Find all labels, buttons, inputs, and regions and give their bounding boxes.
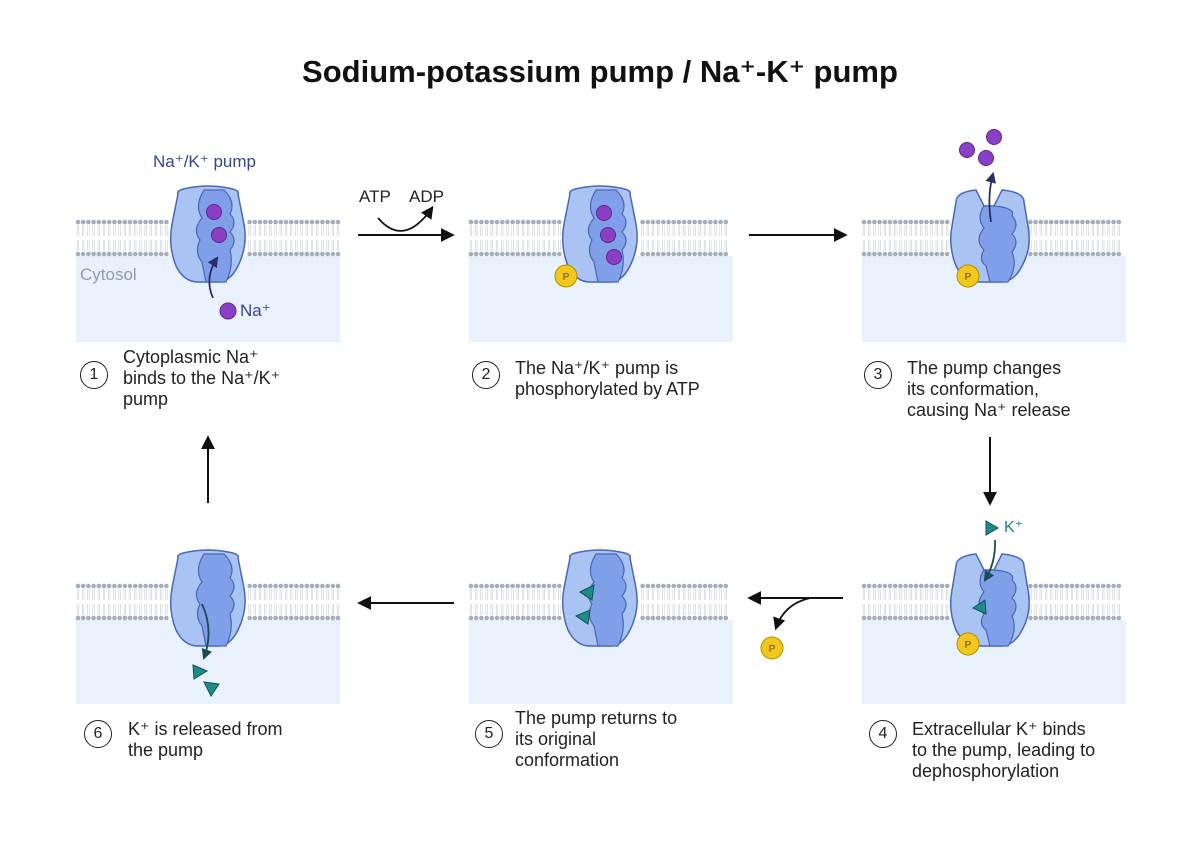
pump-1 bbox=[169, 185, 246, 283]
phosphate-group: P bbox=[956, 632, 980, 656]
step-number-1: 1 bbox=[80, 361, 108, 389]
svg-text:P: P bbox=[965, 272, 972, 283]
cytosol-label: Cytosol bbox=[80, 265, 137, 284]
sodium-ion bbox=[596, 205, 612, 221]
svg-text:P: P bbox=[563, 272, 570, 283]
step-caption-1: Cytoplasmic Na⁺binds to the Na⁺/K⁺pump bbox=[123, 347, 281, 409]
step-number-6: 6 bbox=[84, 720, 112, 748]
sodium-ion bbox=[600, 227, 616, 243]
pump-5 bbox=[561, 549, 638, 647]
potassium-ion bbox=[971, 599, 987, 615]
pump-label: Na⁺/K⁺ pump bbox=[153, 152, 256, 171]
sodium-ion bbox=[206, 204, 222, 220]
pump-3 bbox=[949, 189, 1030, 283]
sodium-ion bbox=[959, 142, 975, 158]
sodium-label: Na⁺ bbox=[240, 301, 271, 320]
membrane-bilayer bbox=[861, 583, 1122, 621]
membrane-bilayer bbox=[468, 219, 729, 257]
sodium-entry-arrow bbox=[207, 256, 219, 299]
step-number-4: 4 bbox=[869, 720, 897, 748]
svg-text:P: P bbox=[965, 640, 972, 651]
phosphate-group: P bbox=[760, 636, 784, 660]
sodium-ion bbox=[986, 129, 1002, 145]
step-number-3: 3 bbox=[864, 361, 892, 389]
phosphate-group: P bbox=[956, 264, 980, 288]
pump-6 bbox=[169, 549, 246, 647]
svg-text:P: P bbox=[769, 644, 776, 655]
adp-label: ADP bbox=[409, 187, 444, 206]
atp-label: ATP bbox=[359, 187, 391, 206]
step-number-2: 2 bbox=[472, 361, 500, 389]
pump-4 bbox=[949, 553, 1030, 647]
sodium-ion bbox=[211, 227, 227, 243]
sodium-ion bbox=[606, 249, 622, 265]
potassium-release-arrow bbox=[201, 603, 212, 661]
potassium-ion bbox=[192, 664, 209, 680]
membrane-bilayer bbox=[468, 583, 729, 621]
sodium-ion bbox=[978, 150, 994, 166]
potassium-ion bbox=[579, 584, 595, 601]
phosphate-group: P bbox=[554, 264, 578, 288]
membrane-bilayer bbox=[75, 219, 341, 257]
potassium-ion bbox=[985, 520, 999, 536]
sodium-release-arrow bbox=[985, 171, 996, 223]
potassium-ion bbox=[203, 681, 220, 697]
atp-to-adp-arrow bbox=[377, 205, 434, 232]
step-number-5: 5 bbox=[475, 720, 503, 748]
diagram-title: Sodium-potassium pump / Na⁺-K⁺ pump bbox=[302, 54, 898, 89]
sodium-ion bbox=[219, 302, 237, 320]
phosphate-release-arrow bbox=[773, 597, 811, 631]
membrane-bilayer bbox=[861, 219, 1122, 257]
membrane-bilayer bbox=[75, 583, 341, 621]
potassium-label: K⁺ bbox=[1004, 519, 1024, 536]
potassium-ion bbox=[574, 609, 591, 625]
potassium-entry-arrow bbox=[983, 539, 996, 582]
